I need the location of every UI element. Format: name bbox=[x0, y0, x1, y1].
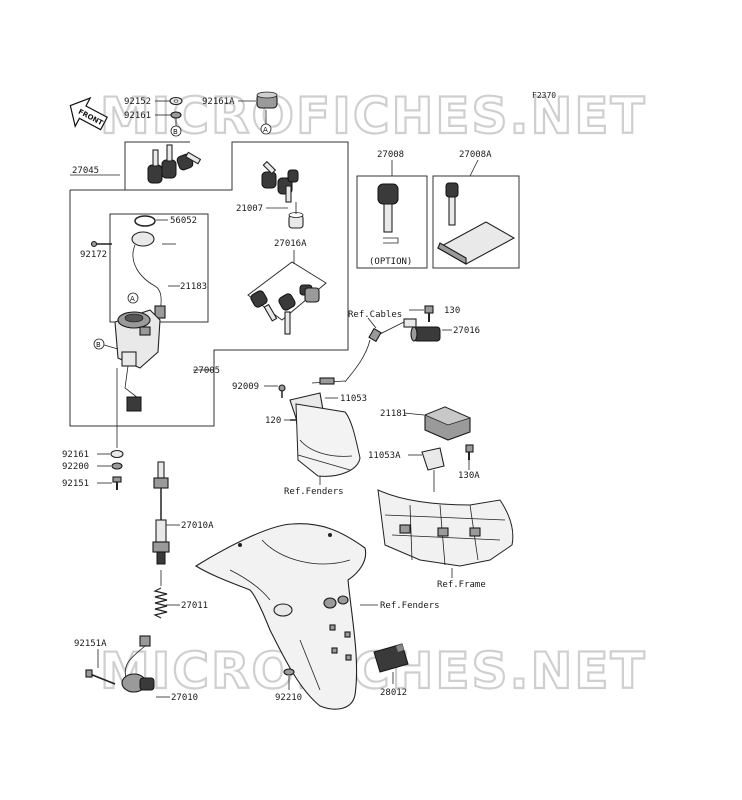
label-56052: 56052 bbox=[170, 216, 197, 226]
label-11053: 11053 bbox=[340, 394, 367, 404]
part-92210-washer bbox=[283, 668, 295, 676]
label-28012: 28012 bbox=[380, 688, 407, 698]
part-92152-washer bbox=[169, 96, 183, 106]
label-ref-cables: Ref.Cables bbox=[348, 310, 402, 320]
svg-text:A: A bbox=[130, 295, 135, 303]
part-56052-o-ring bbox=[134, 215, 156, 227]
part-21007-cap bbox=[288, 212, 304, 229]
svg-text:A: A bbox=[263, 126, 268, 134]
label-27010A: 27010A bbox=[181, 521, 214, 531]
label-21181: 21181 bbox=[380, 409, 407, 419]
part-92151A-screw bbox=[85, 669, 116, 685]
label-27008A: 27008A bbox=[459, 150, 492, 160]
group-frame-27045 bbox=[124, 141, 190, 190]
part-28012-reflector bbox=[373, 643, 409, 673]
label-130A: 130A bbox=[458, 471, 480, 481]
label-ref-fenders-bottom: Ref.Fenders bbox=[380, 601, 440, 611]
label-92161-bottom: 92161 bbox=[62, 450, 89, 460]
label-92152: 92152 bbox=[124, 97, 151, 107]
label-120: 120 bbox=[265, 416, 281, 426]
fender-piece-mid bbox=[295, 403, 361, 477]
label-130: 130 bbox=[444, 306, 460, 316]
key-set-21007 bbox=[261, 160, 299, 203]
part-27016-lock bbox=[403, 318, 441, 342]
label-27005: 27005 bbox=[193, 366, 220, 376]
marker-a-switch: A bbox=[127, 292, 139, 304]
label-11053A: 11053A bbox=[368, 451, 401, 461]
key-set-27045 bbox=[147, 144, 202, 184]
part-130A-bolt bbox=[465, 444, 474, 460]
option-key-box-27008 bbox=[356, 175, 428, 269]
label-27010: 27010 bbox=[171, 693, 198, 703]
label-ref-frame: Ref.Frame bbox=[437, 580, 486, 590]
label-27016A: 27016A bbox=[274, 239, 307, 249]
leader-lines bbox=[97, 100, 470, 698]
part-130-bolt bbox=[424, 305, 434, 322]
label-92151A: 92151A bbox=[74, 639, 107, 649]
svg-text:B: B bbox=[96, 341, 101, 349]
label-21183: 21183 bbox=[180, 282, 207, 292]
figure-code: F2370 bbox=[532, 91, 556, 100]
part-27010A-switch bbox=[152, 461, 170, 565]
label-27045: 27045 bbox=[72, 166, 99, 176]
box-27008A bbox=[432, 175, 520, 269]
part-92161A-cap bbox=[256, 91, 278, 109]
option-key-box-27008A bbox=[432, 175, 520, 269]
rear-fender bbox=[194, 523, 367, 710]
ignition-switch-body bbox=[114, 309, 161, 412]
part-92172-screw bbox=[90, 240, 112, 248]
label-92161A: 92161A bbox=[202, 97, 235, 107]
label-ref-fenders-mid: Ref.Fenders bbox=[284, 487, 344, 497]
label-option: (OPTION) bbox=[369, 257, 412, 267]
label-92210: 92210 bbox=[275, 693, 302, 703]
part-92200-washer bbox=[111, 462, 123, 470]
label-92172: 92172 bbox=[80, 250, 107, 260]
frame-section bbox=[377, 489, 514, 567]
part-27010-switch bbox=[121, 635, 155, 693]
label-21007: 21007 bbox=[236, 204, 263, 214]
ignition-switch-group-frame bbox=[69, 141, 349, 427]
label-92200: 92200 bbox=[62, 462, 89, 472]
part-21183-wire-harness bbox=[131, 231, 166, 319]
part-92161-washer-bottom bbox=[110, 449, 124, 459]
watermark-bottom: MICROFICHES.NET bbox=[100, 642, 647, 700]
part-21181-relay bbox=[423, 406, 472, 441]
watermark-top: MICROFICHES.NET bbox=[100, 87, 647, 145]
key-set-27016A bbox=[247, 261, 327, 335]
label-27011: 27011 bbox=[181, 601, 208, 611]
cable-end bbox=[311, 377, 346, 385]
part-92151-bolt bbox=[112, 476, 122, 490]
label-92151: 92151 bbox=[62, 479, 89, 489]
label-92009: 92009 bbox=[232, 382, 259, 392]
group-frame-27005 bbox=[69, 141, 349, 427]
marker-b-switch: B bbox=[93, 338, 105, 350]
part-92161-washer-top bbox=[170, 111, 182, 119]
part-27011-spring bbox=[153, 570, 168, 619]
svg-text:B: B bbox=[173, 128, 178, 136]
cable-ref-27016 bbox=[344, 321, 405, 383]
label-92161-top: 92161 bbox=[124, 111, 151, 121]
part-11053A-bracket bbox=[421, 447, 445, 492]
label-27016: 27016 bbox=[453, 326, 480, 336]
marker-b-top: B bbox=[170, 125, 182, 137]
marker-a-top: A bbox=[260, 123, 272, 135]
part-92009-screw bbox=[278, 384, 286, 398]
label-27008: 27008 bbox=[377, 150, 404, 160]
